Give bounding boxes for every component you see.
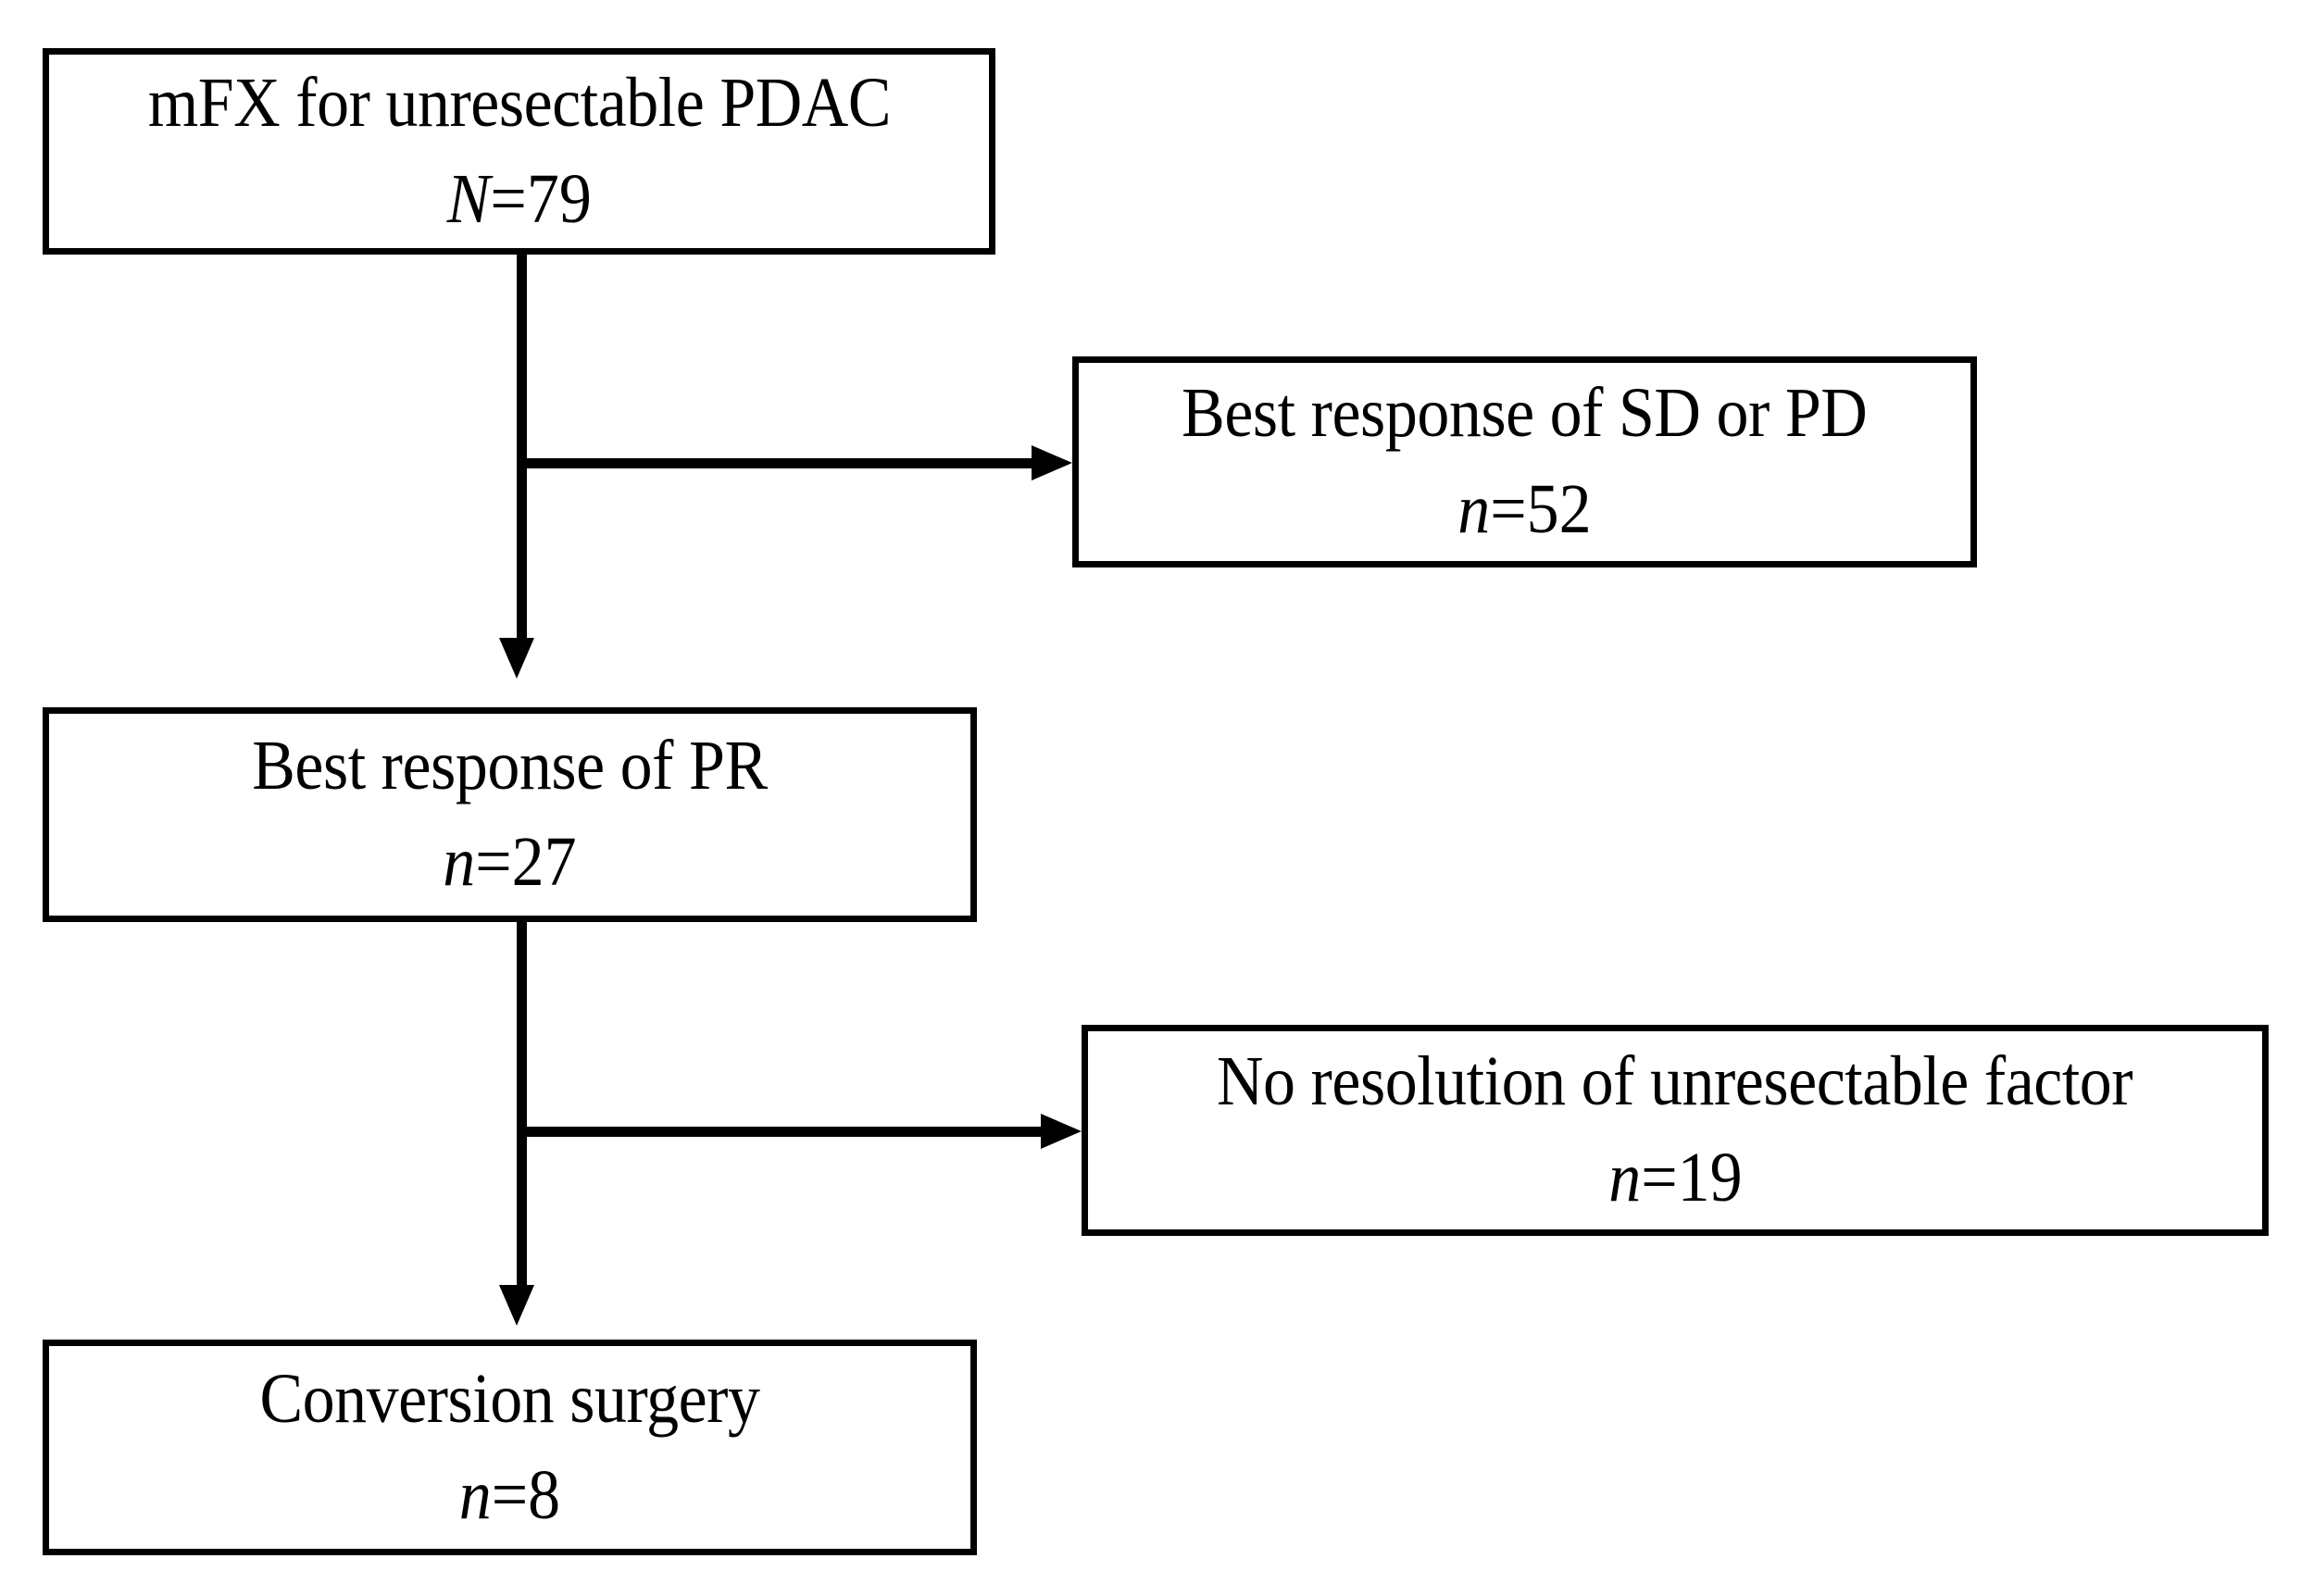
edge-mfx-to-sdpd-shaft: [517, 458, 1048, 468]
edge-pr-to-noresolution-arrowhead-icon: [1041, 1114, 1082, 1149]
node-conversion-count-value: 8: [528, 1455, 561, 1534]
node-pr-count: n=27: [443, 823, 577, 901]
node-mfx-count-symbol: N: [446, 159, 491, 238]
node-sdpd-count-value: 52: [1526, 470, 1592, 548]
node-pr-count-value: 27: [511, 823, 577, 901]
node-noresolution-count-symbol: n: [1607, 1139, 1641, 1216]
node-mfx-count-equals: =: [490, 159, 527, 238]
edge-pr-to-conversion-shaft: [517, 922, 527, 1285]
node-noresolution-label: No resolution of unresectable factor: [1217, 1042, 2133, 1121]
edge-pr-to-conversion-arrowhead-icon: [499, 1285, 534, 1326]
node-conversion-label: Conversion surgery: [259, 1359, 760, 1438]
edge-mfx-to-sdpd-arrowhead-icon: [1032, 445, 1072, 480]
node-mfx-count-value: 79: [526, 159, 592, 238]
node-noresolution-count-equals: =: [1640, 1139, 1678, 1216]
node-conversion-count-equals: =: [491, 1455, 529, 1534]
node-mfx-count: N=79: [446, 159, 592, 238]
node-sdpd-count-symbol: n: [1457, 470, 1491, 548]
node-sdpd-label: Best response of SD or PD: [1182, 374, 1868, 453]
edge-mfx-to-pr-shaft: [517, 255, 527, 638]
edge-pr-to-noresolution-shaft: [517, 1127, 1057, 1137]
node-best-response-sd-or-pd: Best response of SD or PD n=52: [1072, 356, 1977, 567]
node-sdpd-count: n=52: [1457, 470, 1592, 548]
node-mfx-label: mFX for unresectable PDAC: [147, 63, 891, 142]
edge-mfx-to-pr-arrowhead-icon: [499, 638, 534, 679]
node-best-response-pr: Best response of PR n=27: [43, 707, 977, 922]
node-noresolution-count: n=19: [1608, 1141, 1742, 1216]
node-noresolution-count-value: 19: [1677, 1139, 1743, 1216]
node-conversion-count-symbol: n: [458, 1455, 492, 1534]
node-mfx-unresectable-pdac: mFX for unresectable PDAC N=79: [43, 48, 995, 255]
node-no-resolution-unresectable-factor: No resolution of unresectable factor n=1…: [1082, 1025, 2269, 1236]
node-pr-count-symbol: n: [443, 823, 476, 901]
node-conversion-surgery: Conversion surgery n=8: [43, 1340, 977, 1555]
node-conversion-count: n=8: [458, 1455, 561, 1534]
node-pr-label: Best response of PR: [252, 727, 768, 805]
node-sdpd-count-equals: =: [1490, 470, 1527, 548]
node-pr-count-equals: =: [475, 823, 512, 901]
